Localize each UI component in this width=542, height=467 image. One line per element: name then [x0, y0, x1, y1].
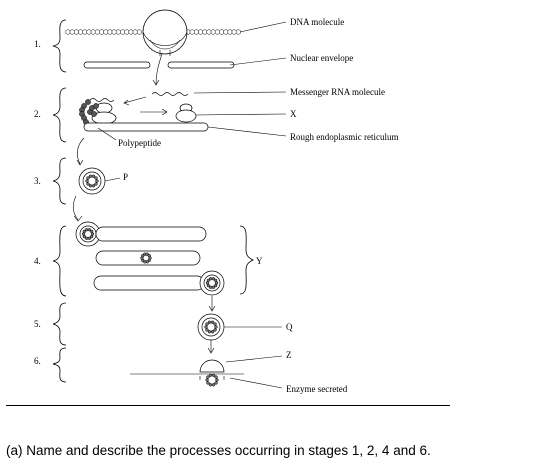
vesicle-p	[78, 167, 106, 195]
arrow-stage-2-to-3	[77, 137, 85, 165]
question-text: (a) Name and describe the processes occu…	[6, 443, 431, 458]
label-enzyme-secreted: Enzyme secreted	[286, 384, 348, 394]
nuclear-envelope	[83, 61, 235, 69]
ribosome-x	[175, 103, 197, 123]
divider-line	[6, 405, 450, 406]
label-p: P	[123, 172, 128, 182]
rough-er-stage-2	[83, 122, 209, 132]
stage-braces	[52, 19, 67, 383]
label-dna-molecule: DNA molecule	[290, 17, 344, 27]
stage-6-number: 6.	[34, 356, 41, 366]
brace-y	[239, 225, 254, 295]
label-y: Y	[256, 256, 263, 266]
exocytosis-vesicle	[130, 359, 244, 380]
label-polypeptide: Polypeptide	[118, 138, 161, 148]
label-nuclear-envelope: Nuclear envelope	[290, 53, 353, 63]
label-messenger-rna: Messenger RNA molecule	[290, 87, 385, 97]
vesicle-contents	[85, 174, 99, 188]
label-z: Z	[286, 350, 292, 360]
stage-2-number: 2.	[34, 109, 41, 119]
stage-5-number: 5.	[34, 319, 41, 329]
vesicle-q	[197, 313, 225, 341]
ribosome-left	[91, 102, 117, 125]
polypeptide-chain	[79, 99, 99, 125]
arrow-stage-3-to-4	[72, 195, 79, 221]
stage-1-number: 1.	[34, 39, 41, 49]
label-x: X	[290, 109, 297, 119]
label-q: Q	[286, 322, 293, 332]
mrna-molecule	[151, 92, 189, 96]
stage-3-number: 3.	[34, 176, 41, 186]
protein-synthesis-diagram: 1. 2. 3. 4. 5. 6.	[34, 9, 398, 394]
label-rough-er: Rough endoplasmic reticulum	[290, 132, 398, 142]
dna-molecule	[65, 29, 241, 35]
arrow-nucleus-to-mrna	[155, 53, 163, 85]
nucleus-bubble	[142, 9, 188, 55]
golgi-apparatus	[75, 221, 225, 296]
stage-4-number: 4.	[34, 256, 41, 266]
